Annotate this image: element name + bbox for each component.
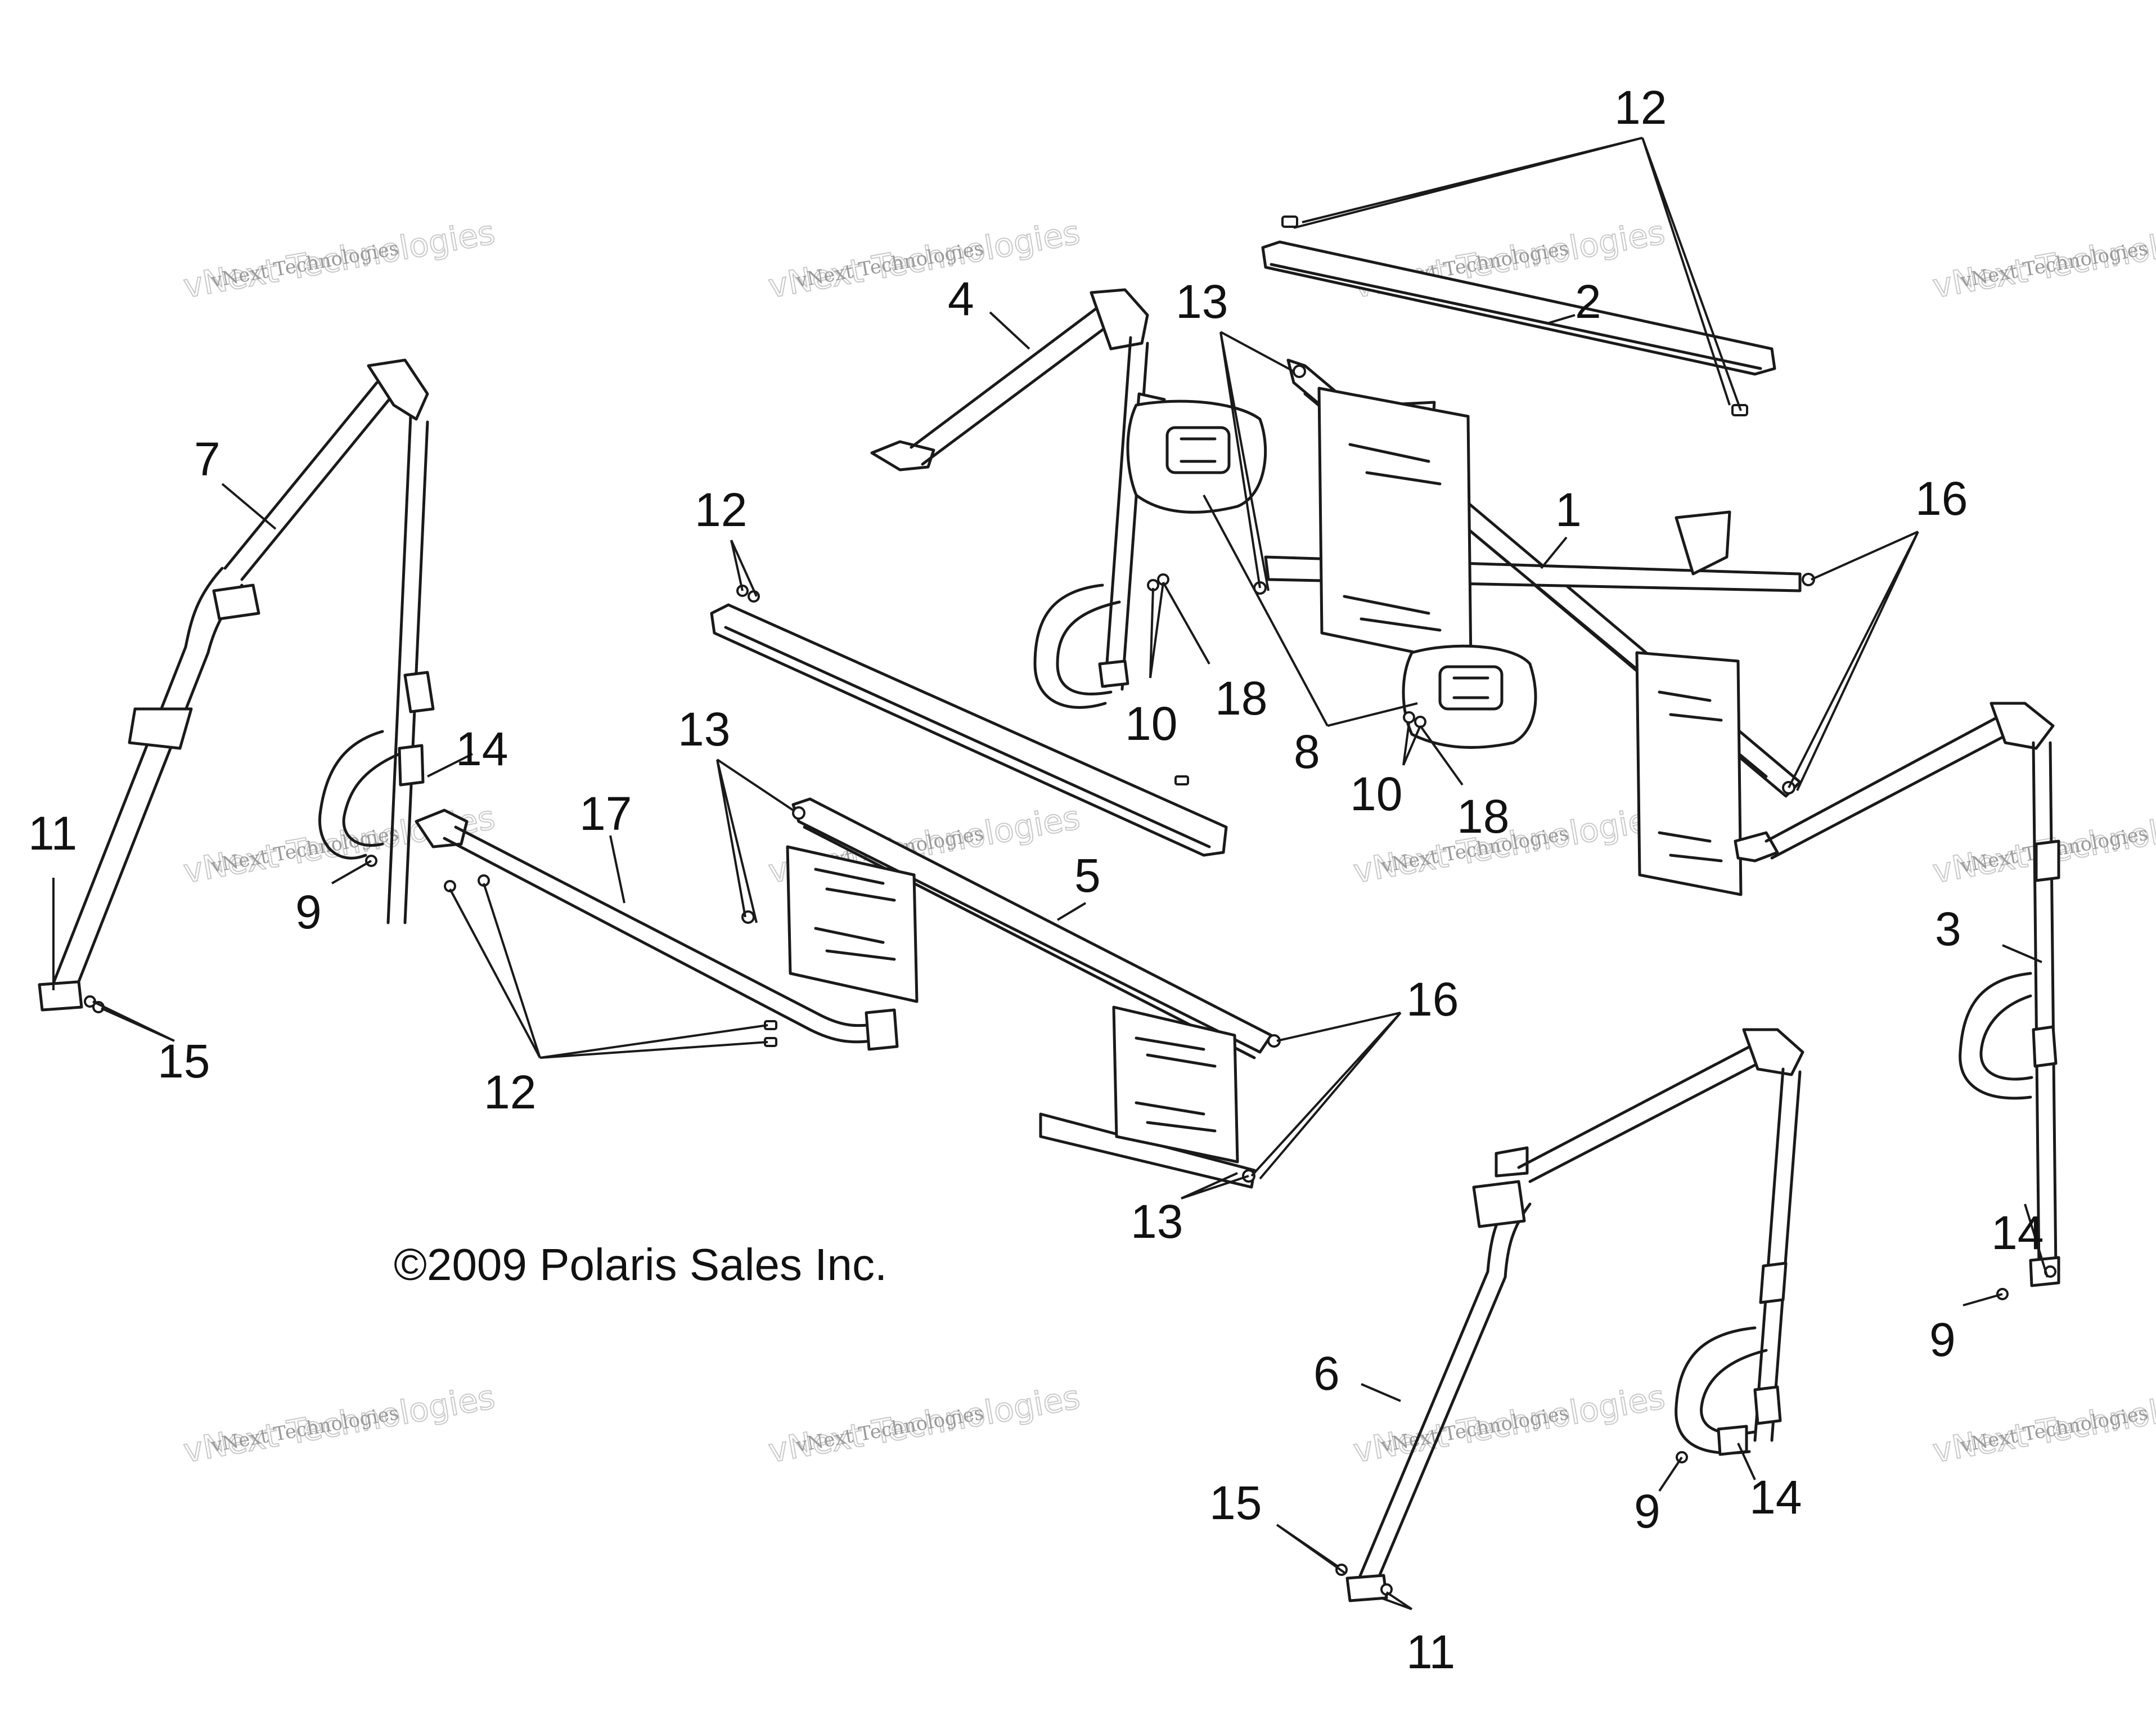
part-6-front-right-frame xyxy=(1335,1028,1804,1602)
callout-18: 18 xyxy=(1215,672,1267,725)
part-4-rear-pillar-left xyxy=(870,288,1166,709)
callout-10: 10 xyxy=(1350,767,1402,820)
callout-9: 9 xyxy=(1929,1313,1956,1366)
callout-11: 11 xyxy=(1406,1625,1455,1678)
copyright-text: ©2009 Polaris Sales Inc. xyxy=(394,1240,887,1290)
callout-10: 10 xyxy=(1125,697,1177,750)
callout-12: 12 xyxy=(484,1066,536,1119)
callout-9: 9 xyxy=(295,886,322,938)
callout-6: 6 xyxy=(1313,1347,1340,1400)
callout-8: 8 xyxy=(1294,725,1320,778)
callout-3: 3 xyxy=(1935,902,1961,955)
callout-15: 15 xyxy=(157,1035,210,1088)
callout-4: 4 xyxy=(948,272,974,325)
part-2-rear-cross-bar xyxy=(1261,215,1776,416)
callout-5: 5 xyxy=(1074,849,1101,902)
callout-1: 1 xyxy=(1555,483,1582,536)
callout-18: 18 xyxy=(1457,790,1509,843)
callout-13: 13 xyxy=(1176,275,1228,328)
part-7-front-left-frame xyxy=(38,358,435,1013)
callouts: 12 2 13 4 1 16 7 12 10 18 8 10 18 13 14 … xyxy=(28,81,2044,1678)
callout-12: 12 xyxy=(1614,81,1667,134)
callout-12: 12 xyxy=(695,483,747,536)
part-1-rear-frame xyxy=(1253,358,1815,896)
part-17-lower-cross-tube xyxy=(415,809,899,1051)
callout-7: 7 xyxy=(194,433,220,486)
callout-16: 16 xyxy=(1915,472,1968,525)
callout-17: 17 xyxy=(579,787,632,840)
callout-2: 2 xyxy=(1575,275,1601,328)
callout-16: 16 xyxy=(1406,973,1459,1026)
callout-13: 13 xyxy=(678,703,730,756)
callout-14: 14 xyxy=(1749,1471,1802,1524)
part-5-front-frame xyxy=(741,797,1281,1189)
part-8-mirrors xyxy=(1126,399,1537,749)
leader-lines xyxy=(52,137,2049,1610)
callout-13: 13 xyxy=(1131,1195,1183,1248)
part-12-front-cross-bar xyxy=(710,585,1228,857)
callout-14: 14 xyxy=(1991,1206,2044,1259)
part-3-right-pillar xyxy=(1734,702,2060,1300)
callout-9: 9 xyxy=(1634,1485,1660,1538)
callout-11: 11 xyxy=(28,807,77,860)
callout-15: 15 xyxy=(1209,1476,1262,1529)
callout-14: 14 xyxy=(456,722,508,775)
